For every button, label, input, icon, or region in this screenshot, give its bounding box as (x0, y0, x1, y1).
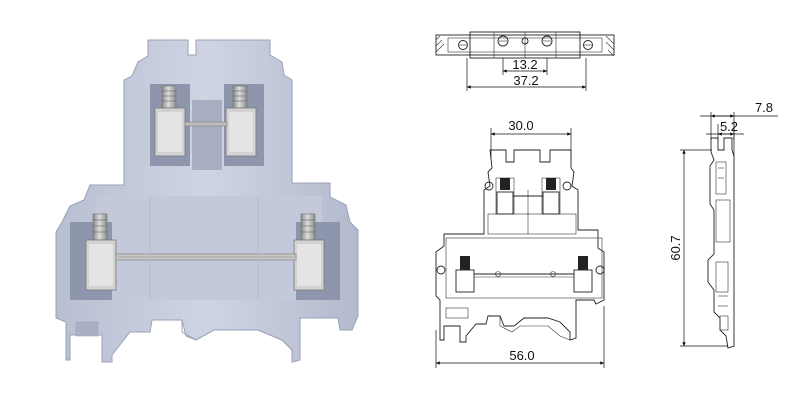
front-view-drawing: 30.0 (435, 118, 605, 368)
side-view-dim-depth-outer: 7.8 (755, 100, 773, 115)
top-view-dim-inner: 13.2 (512, 57, 537, 72)
side-view-dim-height: 60.7 (668, 235, 683, 260)
upper-right-clamp (225, 85, 257, 157)
front-view-dim-top-width: 30.0 (508, 118, 533, 133)
side-view-dim-depth-inner: 5.2 (720, 119, 738, 134)
front-view-lower-terminals (436, 256, 605, 293)
lower-right-clamp (293, 213, 325, 291)
lower-left-clamp (85, 213, 117, 291)
upper-bridge-bar (184, 121, 228, 127)
upper-left-clamp (154, 85, 186, 157)
top-view-drawing: 13.2 37.2 (435, 31, 615, 91)
top-view-dim-outer: 37.2 (513, 73, 538, 88)
top-view-screws (458, 35, 593, 50)
front-view-outline (435, 149, 605, 343)
upper-center-rib (192, 100, 222, 170)
terminal-block-photo (55, 39, 359, 363)
side-view-outline (707, 137, 735, 349)
lower-level-body (96, 196, 322, 300)
side-view-drawing: 7.8 5.2 60.7 (668, 100, 778, 349)
front-view-dim-bottom-width: 56.0 (509, 348, 534, 363)
